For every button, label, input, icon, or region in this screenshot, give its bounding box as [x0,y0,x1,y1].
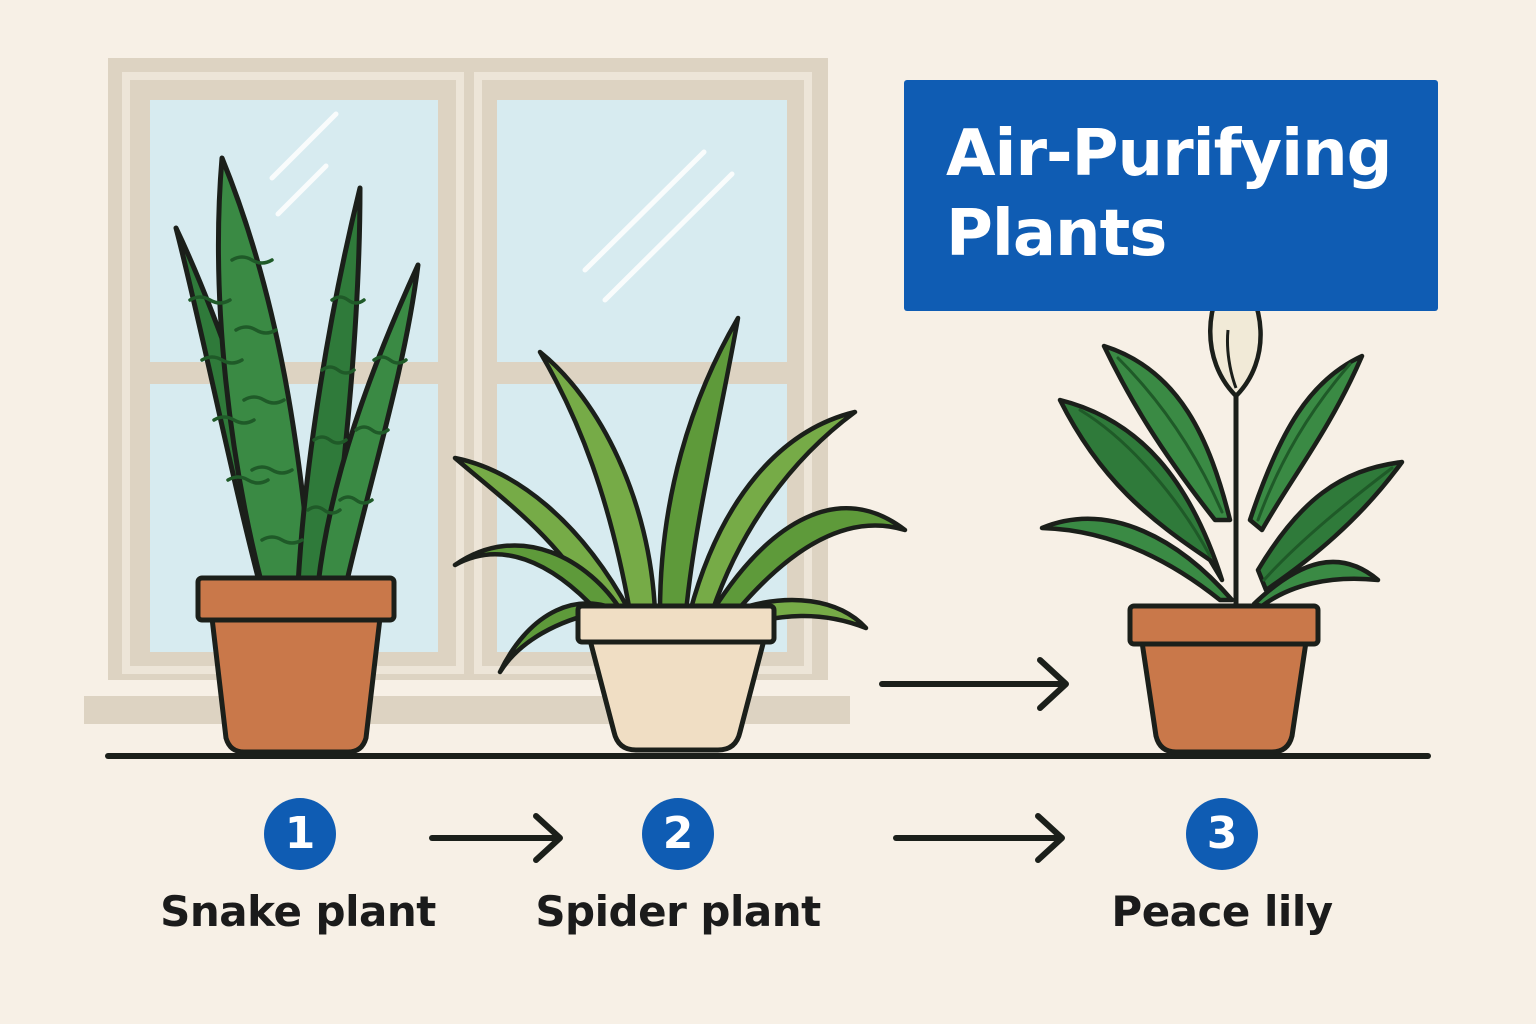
snake-plant-icon [173,155,421,588]
terracotta-pot-3 [1127,603,1321,755]
step-label-2: Spider plant [535,887,821,936]
step-badge-2: 2 [642,798,714,870]
title-line-2: Plants [946,197,1167,271]
arrow-right-icon [879,657,1069,711]
title-banner: Air-Purifying Plants [904,80,1438,311]
cream-pot-2 [575,603,777,753]
step-label-3: Peace lily [1111,887,1333,936]
glass-glare-icon [269,111,735,303]
terracotta-pot-1 [195,575,397,755]
step-label-1: Snake plant [160,887,436,936]
title-line-1: Air-Purifying [946,117,1392,191]
step-arrow-2-icon [893,813,1065,863]
step-badge-1: 1 [264,798,336,870]
step-arrow-1-icon [429,813,563,863]
peace-lily-icon [1039,265,1405,609]
step-badge-3: 3 [1186,798,1258,870]
